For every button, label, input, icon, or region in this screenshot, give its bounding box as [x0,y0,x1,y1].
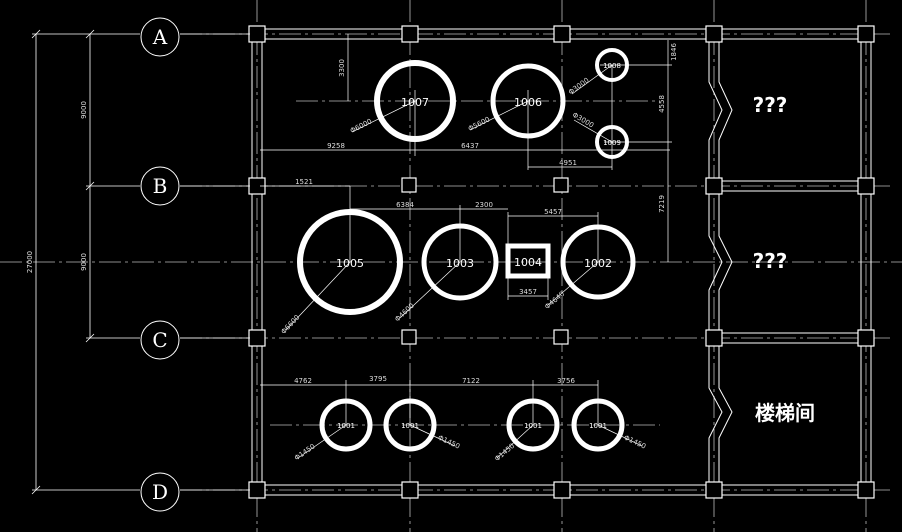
tank-label-1001a: 1001 [337,422,355,430]
tank-dimension-lines [260,34,672,459]
left-dimensions [31,29,140,495]
dim-phi-1001b: Φ1450 [437,434,462,451]
dim-total-height: 27000 [26,251,34,273]
tank-1009 [595,125,629,159]
axis-bubble-a: A [140,17,180,57]
tank-label-1001d: 1001 [589,422,607,430]
dim-phi-1006: Φ5600 [467,115,491,133]
dim-phi-1007: Φ6000 [349,117,373,135]
axis-bubble-b: B [140,166,180,206]
dim-row1-mid: 6437 [461,142,479,150]
dim-row2-d: 3457 [519,288,537,296]
tank-1001a [319,398,373,452]
tank-label-1003: 1003 [446,257,474,270]
tank-1002 [560,224,636,300]
tank-1001b [383,398,437,452]
axis-bubble-c: C [140,320,180,360]
tank-1005 [297,209,403,315]
axis-label-a: A [152,25,168,49]
dim-row2-c: 5457 [544,208,562,216]
tank-1007 [374,60,456,142]
dim-phi-1002: Φ4640 [543,290,566,311]
dim-phi-1003: Φ4600 [393,302,416,324]
tank-1006 [490,63,566,139]
axis-label-d: D [152,480,168,504]
dim-phi-1005: Φ6600 [280,313,302,336]
dim-row1-right: 4951 [559,159,577,167]
dim-row2-b: 2300 [475,201,493,209]
tank-label-1002: 1002 [584,257,612,270]
dim-phi-1001a: Φ1450 [293,442,317,462]
room-label-stairwell: 楼梯间 [755,401,815,425]
tank-1001c [506,398,560,452]
tank-label-1005: 1005 [336,257,364,270]
axis-bubble-d: D [140,472,180,512]
tank-label-1001b: 1001 [401,422,419,430]
columns [248,25,875,499]
tank-1008 [595,48,629,82]
tank-label-1004: 1004 [514,256,542,269]
dim-row3-d: 3756 [557,377,575,385]
tank-label-1008: 1008 [603,62,621,70]
dim-bay-bc: 9000 [80,253,88,271]
dim-top-offset: 3300 [338,59,346,77]
axis-label-c: C [152,328,167,352]
dim-row1-left: 9258 [327,142,345,150]
dim-bay-ab: 9000 [80,101,88,119]
tank-label-1009: 1009 [603,139,621,147]
dim-row2-left: 1521 [295,178,313,186]
room-label-unknown-2: ??? [753,249,788,273]
tank-label-1001c: 1001 [524,422,542,430]
dim-phi-1001d: Φ1450 [623,434,648,451]
dim-right-mid: 4558 [658,95,666,113]
tank-label-1006: 1006 [514,96,542,109]
tank-1001d [571,398,625,452]
dim-row3-a: 4762 [294,377,312,385]
dim-row3-c: 7122 [462,377,480,385]
dim-right-low: 7219 [658,195,666,213]
tanks [297,48,636,452]
tank-1004 [505,243,551,279]
dim-right-top: 1846 [670,43,678,61]
dim-phi-1001c: Φ1450 [493,442,516,463]
room-label-unknown-1: ??? [753,93,788,117]
dim-phi-1008: Φ3000 [567,76,591,96]
dim-row2-a: 6384 [396,201,414,209]
dim-row3-b: 3795 [369,375,387,383]
axis-bubbles: A B C D [140,17,250,512]
tank-1003 [421,223,499,301]
tank-label-1007: 1007 [401,96,429,109]
axis-label-b: B [153,174,168,198]
